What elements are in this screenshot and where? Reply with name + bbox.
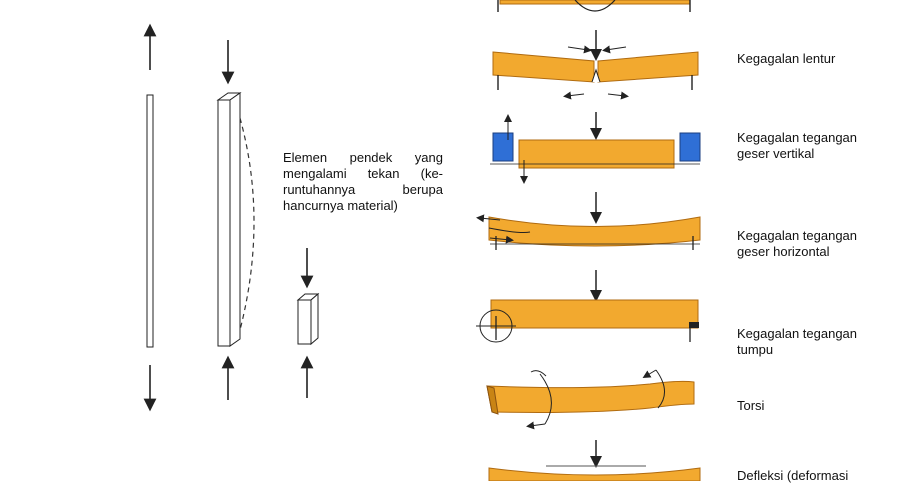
beam-bearing-failure <box>476 270 699 343</box>
beam-deflection <box>488 440 701 481</box>
beam-torsion <box>486 369 695 430</box>
beam-bending-failure <box>492 30 699 100</box>
short-element-line-4: hancurnya material) <box>283 198 398 213</box>
label-deflection: Defleksi (deformasi <box>737 468 849 483</box>
beam-top-partial <box>497 0 691 12</box>
tension-rod <box>143 23 157 412</box>
beam-vertical-shear <box>490 112 701 184</box>
label-bearing-failure: Kegagalan tegangan tumpu <box>737 326 858 357</box>
short-element-line-1: Elemen pendek yang <box>283 150 443 165</box>
buckling-column <box>216 40 255 400</box>
short-element-line-3: runtuhannya berupa <box>283 182 443 197</box>
label-vertical-shear: Kegagalan tegangan geser vertikal <box>737 130 858 161</box>
short-column <box>296 248 320 398</box>
short-element-caption: Elemen pendek yang mengalami tekan (ke- … <box>283 150 443 214</box>
beam-horizontal-shear <box>476 192 701 250</box>
label-horizontal-shear: Kegagalan tegangan geser horizontal <box>737 228 858 259</box>
label-torsion: Torsi <box>737 398 765 413</box>
short-element-line-2: mengalami tekan (ke- <box>283 166 443 181</box>
label-bending-failure: Kegagalan lentur <box>737 51 836 66</box>
